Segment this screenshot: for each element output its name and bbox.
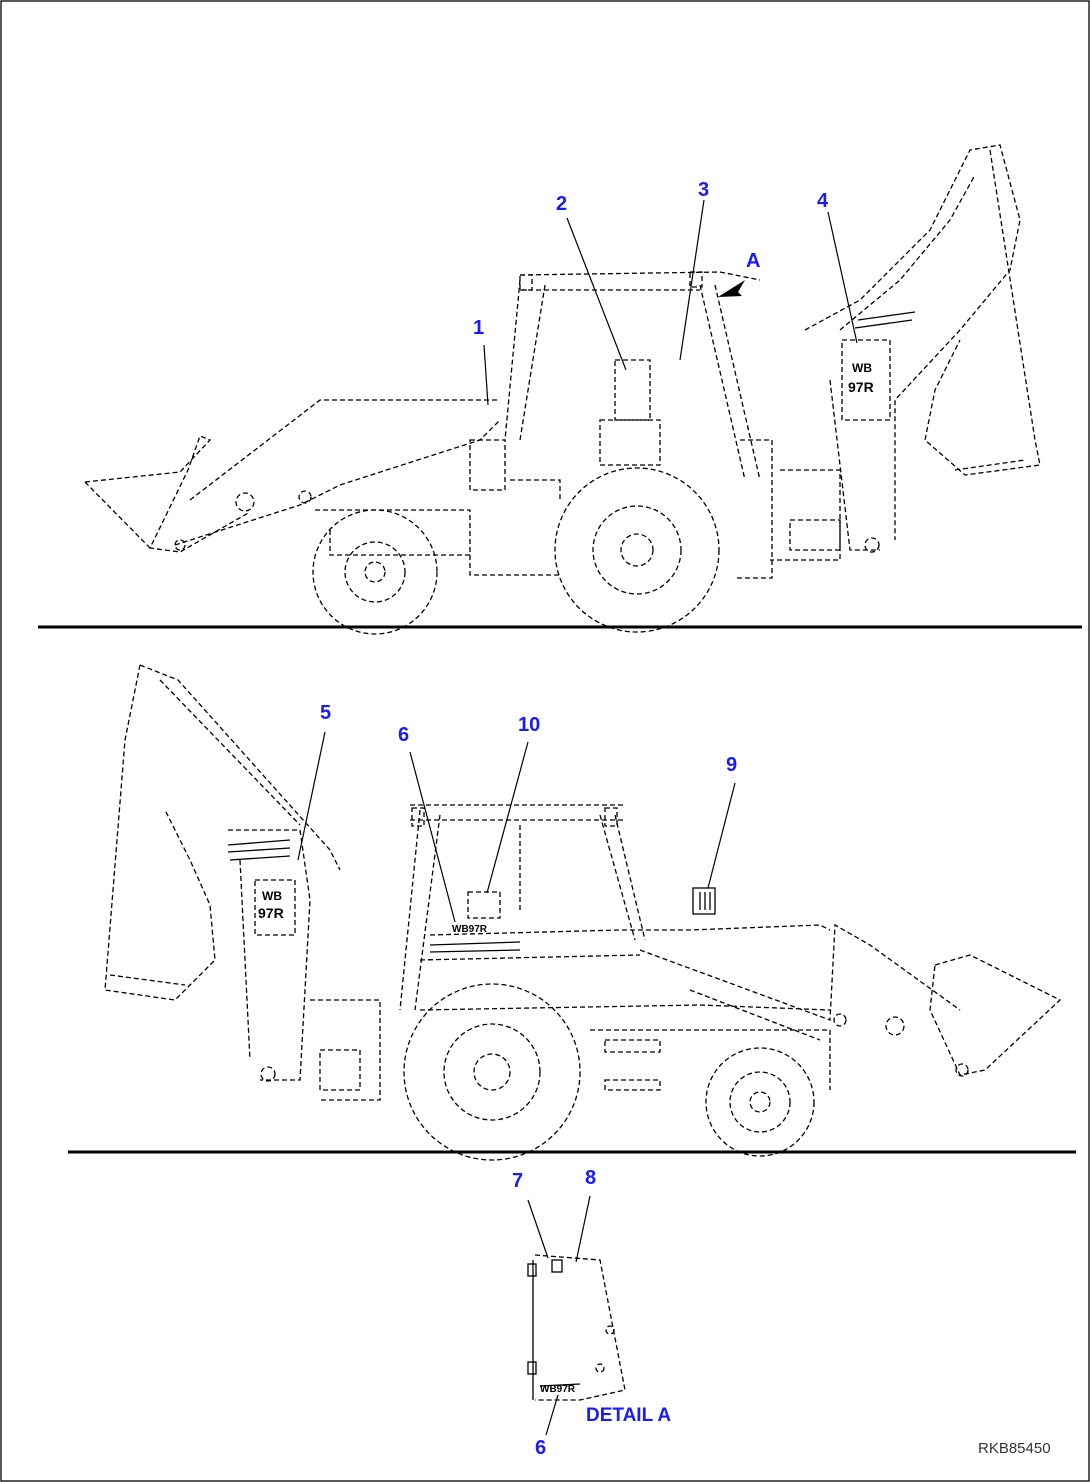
callout-4: 4 bbox=[817, 190, 829, 212]
callout-1: 1 bbox=[473, 317, 485, 339]
leader-10 bbox=[486, 741, 529, 894]
callout-2: 2 bbox=[556, 193, 568, 215]
callout-3: 3 bbox=[698, 179, 710, 201]
decal-cab-strip: WB97R bbox=[452, 924, 488, 935]
callout-6: 6 bbox=[398, 724, 410, 746]
leader-6 bbox=[409, 751, 456, 923]
leader-9 bbox=[707, 782, 736, 889]
arrow-a-icon bbox=[718, 280, 745, 297]
backhoe-loader-left-view bbox=[84, 144, 1041, 635]
callout-7: 7 bbox=[512, 1170, 524, 1192]
leader-8 bbox=[575, 1195, 591, 1263]
decal-detail-strip: WB97R bbox=[540, 1384, 576, 1395]
callout-6-detail: 6 bbox=[535, 1437, 547, 1459]
detail-a-label: DETAIL A bbox=[586, 1405, 672, 1426]
decal-model-top: 97R bbox=[848, 379, 874, 395]
leader-5 bbox=[297, 731, 326, 861]
decal-wb-mid: WB bbox=[262, 889, 282, 903]
decal-wb-top: WB bbox=[852, 361, 872, 375]
leader-6b bbox=[545, 1394, 559, 1436]
detail-a-window bbox=[527, 1254, 626, 1401]
backhoe-loader-right-view bbox=[104, 664, 1062, 1161]
callout-a: A bbox=[746, 250, 761, 272]
leader-1 bbox=[483, 344, 489, 406]
callout-10: 10 bbox=[518, 714, 541, 736]
decal-model-mid: 97R bbox=[258, 905, 284, 921]
drawing-id: RKB85450 bbox=[978, 1440, 1051, 1457]
callout-5: 5 bbox=[320, 702, 332, 724]
callout-9: 9 bbox=[726, 754, 738, 776]
callout-8: 8 bbox=[585, 1167, 597, 1189]
leader-3 bbox=[679, 199, 705, 361]
leader-4 bbox=[827, 211, 858, 344]
leader-2 bbox=[566, 217, 627, 371]
leader-7 bbox=[527, 1199, 549, 1259]
